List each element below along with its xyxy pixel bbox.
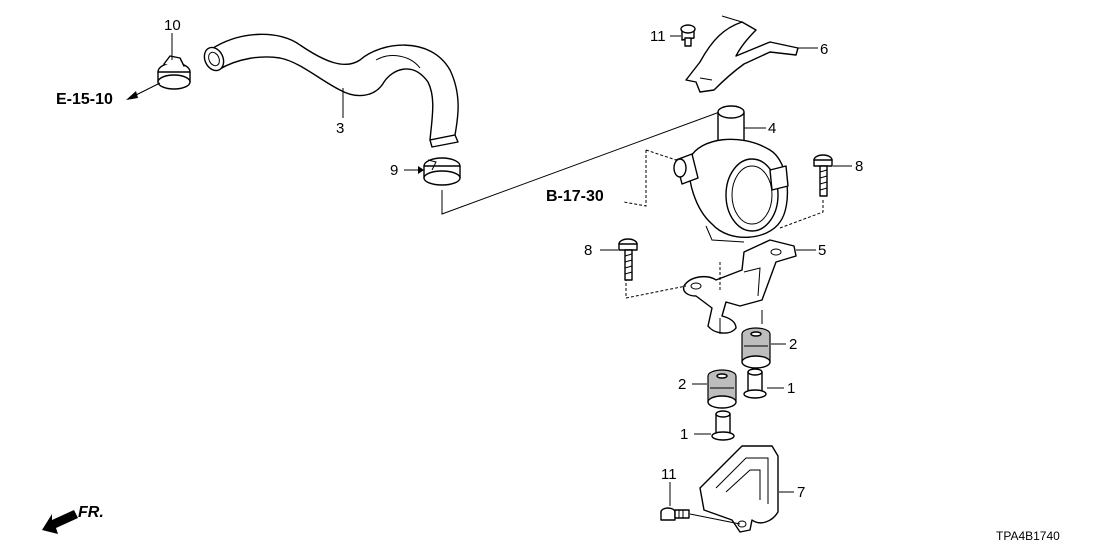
callout-grommet-a: 2 [789,336,797,353]
callout-bolt-left: 8 [584,242,592,259]
hose [203,33,459,148]
bolt-right [813,154,833,197]
callout-upper-band: 6 [820,41,828,58]
bolt-bottom [660,507,690,521]
callout-hose: 3 [336,120,344,137]
callout-grommet-b: 2 [678,376,686,393]
bolt-left [618,238,638,281]
callout-clamp-upper: 10 [164,17,181,34]
collar-b [711,410,735,441]
grommet-b [707,369,737,409]
front-direction-arrow [42,510,78,534]
diagram-code: TPA4B1740 [996,529,1060,543]
front-marker: FR. [78,504,104,521]
callout-collar-b: 1 [680,426,688,443]
reference-arrow [126,91,138,100]
callout-collar-a: 1 [787,380,795,397]
pump-bracket [682,239,797,334]
callout-bolt-top: 11 [650,28,666,45]
reference-e[interactable]: E-15-10 [56,91,113,108]
callout-pump-bracket: 5 [818,242,826,259]
bolt-top [680,24,696,47]
reference-b[interactable]: B-17-30 [546,188,604,205]
callout-bolt-right: 8 [855,158,863,175]
callout-clamp-lower: 9 [390,162,398,179]
callout-lower-bracket: 7 [797,484,805,501]
hose-clamp-lower [423,157,461,186]
callout-pump: 4 [768,120,776,137]
grommet-a [741,327,771,369]
upper-band [685,15,799,93]
collar-a [743,368,767,399]
lower-bracket [699,445,779,533]
pump [673,105,789,243]
callout-bolt-bottom: 11 [661,466,677,483]
hose-clamp-upper [157,55,191,90]
